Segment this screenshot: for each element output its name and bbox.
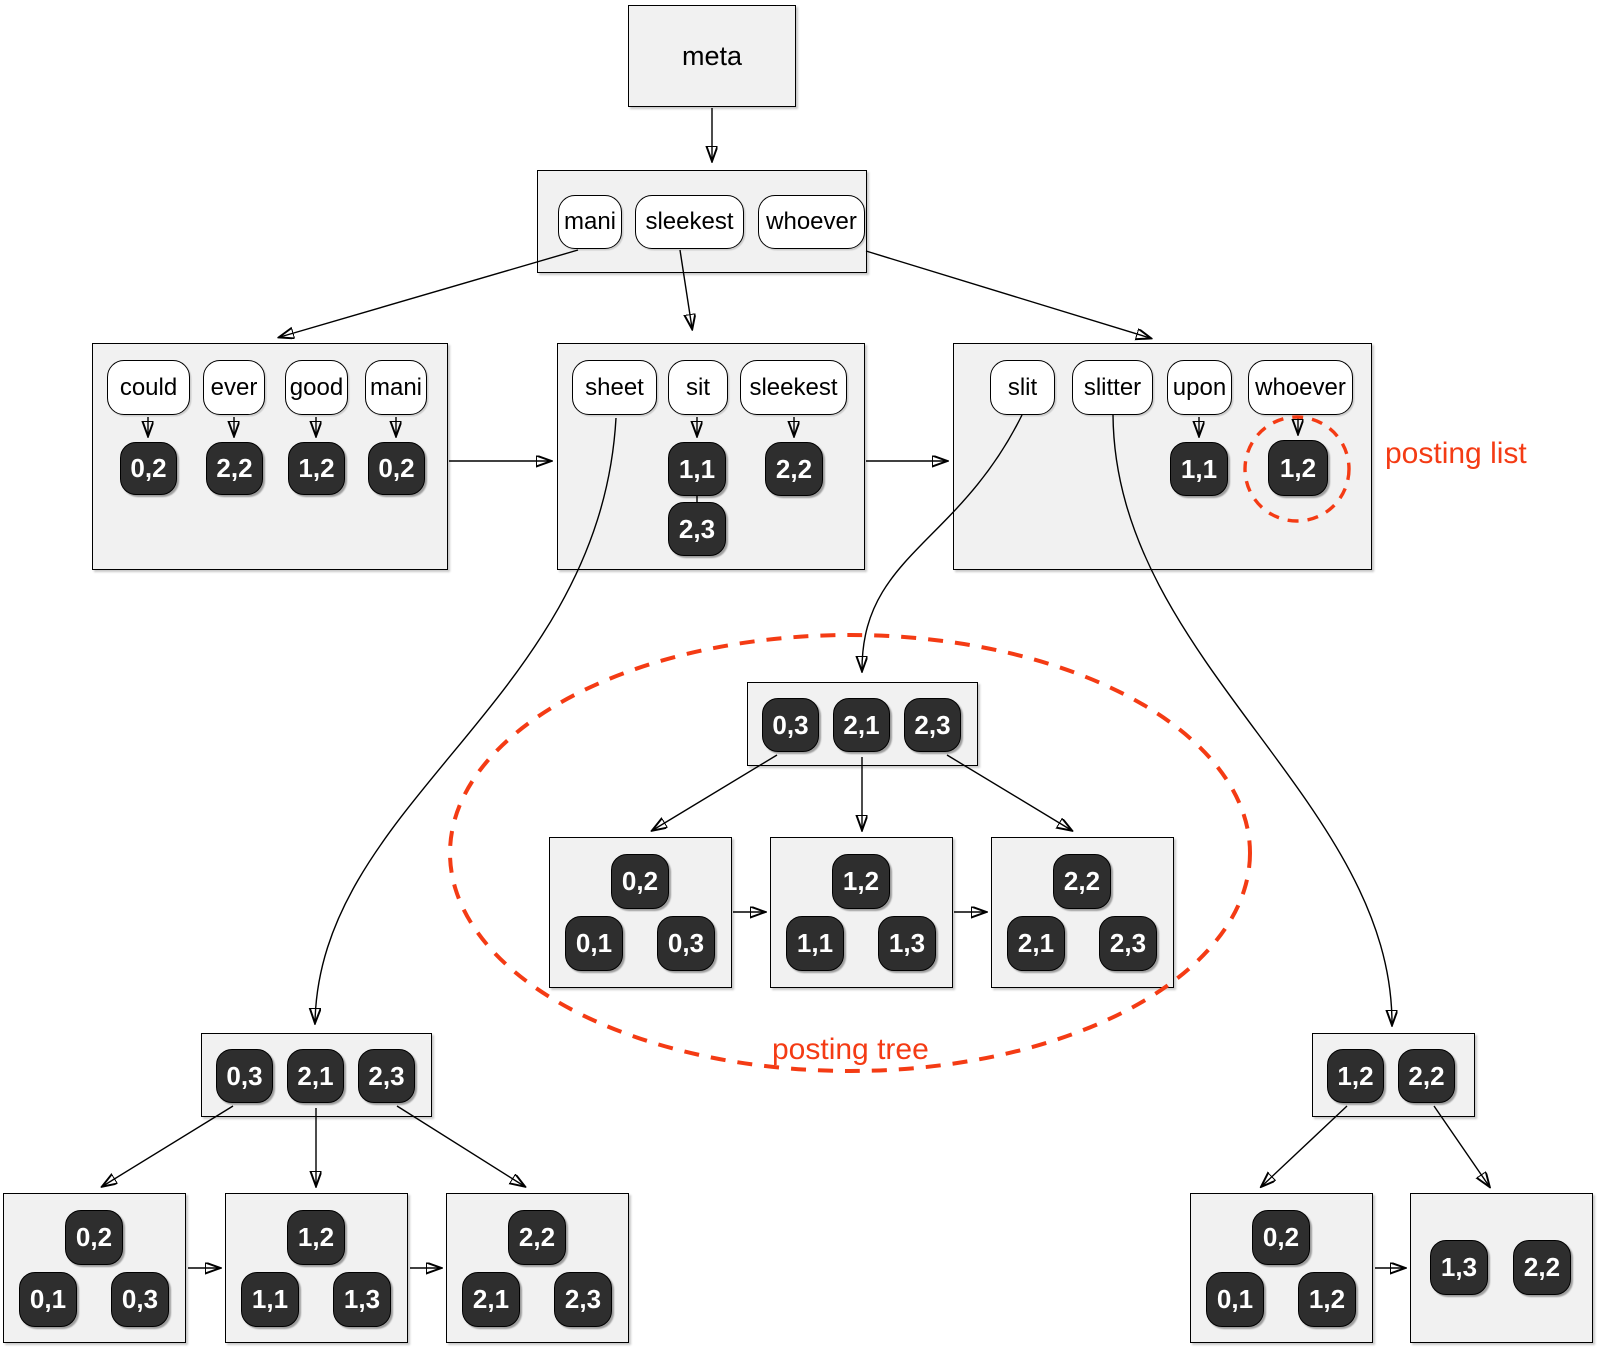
posting-tree-label: posting tree — [772, 1033, 929, 1066]
posting: 0,3 — [111, 1272, 169, 1327]
key-sleekest: sleekest — [740, 360, 847, 415]
key-whoever: whoever — [1248, 360, 1353, 415]
posting: 1,3 — [333, 1272, 391, 1327]
posting-tree-mid-root-0: 0,3 — [762, 698, 819, 752]
posting: 1,1 — [786, 916, 844, 971]
key-mani: mani — [365, 360, 427, 415]
posting: 0,2 — [65, 1210, 123, 1265]
posting-could: 0,2 — [120, 442, 177, 495]
posting-tree-right-root-0: 1,2 — [1327, 1049, 1384, 1103]
posting-tree-right-root-1: 2,2 — [1398, 1049, 1455, 1103]
arrow-root-to-right — [865, 250, 1150, 338]
posting-list-label: posting list — [1385, 437, 1527, 470]
posting: 1,2 — [832, 854, 890, 909]
key-sit: sit — [668, 360, 728, 415]
posting-whoever: 1,2 — [1268, 440, 1328, 496]
posting-sit-1: 1,1 — [668, 442, 726, 496]
posting: 2,1 — [462, 1272, 520, 1327]
posting: 0,1 — [1206, 1272, 1264, 1327]
posting: 1,2 — [287, 1210, 345, 1265]
root-key-whoever: whoever — [758, 195, 865, 249]
arrow-midtree-root-leaf0 — [653, 754, 778, 830]
arrow-lefttree-root-leaf2 — [396, 1105, 524, 1186]
posting: 2,1 — [1007, 916, 1065, 971]
posting: 0,1 — [565, 916, 623, 971]
posting-mani: 0,2 — [368, 442, 425, 495]
posting-ever: 2,2 — [206, 442, 263, 495]
key-ever: ever — [203, 360, 265, 415]
arrow-root-to-left — [280, 249, 579, 337]
key-could: could — [107, 360, 190, 415]
posting: 0,3 — [657, 916, 715, 971]
posting: 2,2 — [1053, 854, 1111, 909]
meta-node: meta — [628, 5, 796, 107]
posting: 2,3 — [554, 1272, 612, 1327]
posting-sleekest: 2,2 — [765, 442, 823, 496]
posting: 1,2 — [1298, 1272, 1356, 1327]
key-slitter: slitter — [1072, 360, 1153, 415]
posting-tree-left-root-0: 0,3 — [216, 1049, 273, 1103]
posting: 1,3 — [1430, 1240, 1488, 1295]
posting-tree-left-root-2: 2,3 — [358, 1049, 415, 1103]
posting-upon: 1,1 — [1170, 442, 1228, 496]
arrow-righttree-root-leaf1 — [1433, 1105, 1489, 1186]
posting: 0,1 — [19, 1272, 77, 1327]
posting: 2,3 — [1099, 916, 1157, 971]
posting-tree-left-root-1: 2,1 — [287, 1049, 344, 1103]
posting: 2,2 — [1513, 1240, 1571, 1295]
arrow-righttree-root-leaf0 — [1262, 1105, 1348, 1186]
posting: 1,3 — [878, 916, 936, 971]
root-key-sleekest: sleekest — [635, 195, 744, 249]
key-sheet: sheet — [572, 360, 657, 415]
key-slit: slit — [990, 360, 1055, 415]
root-key-mani: mani — [558, 195, 622, 249]
key-upon: upon — [1167, 360, 1232, 415]
key-good: good — [285, 360, 348, 415]
posting-sit-2: 2,3 — [668, 502, 726, 556]
posting: 0,2 — [611, 854, 669, 909]
posting: 2,2 — [508, 1210, 566, 1265]
arrow-lefttree-root-leaf0 — [103, 1105, 234, 1186]
posting-good: 1,2 — [288, 442, 345, 495]
posting: 0,2 — [1252, 1210, 1310, 1265]
arrow-midtree-root-leaf2 — [946, 754, 1071, 830]
posting-tree-mid-root-2: 2,3 — [904, 698, 961, 752]
posting-tree-mid-root-1: 2,1 — [833, 698, 890, 752]
posting: 1,1 — [241, 1272, 299, 1327]
